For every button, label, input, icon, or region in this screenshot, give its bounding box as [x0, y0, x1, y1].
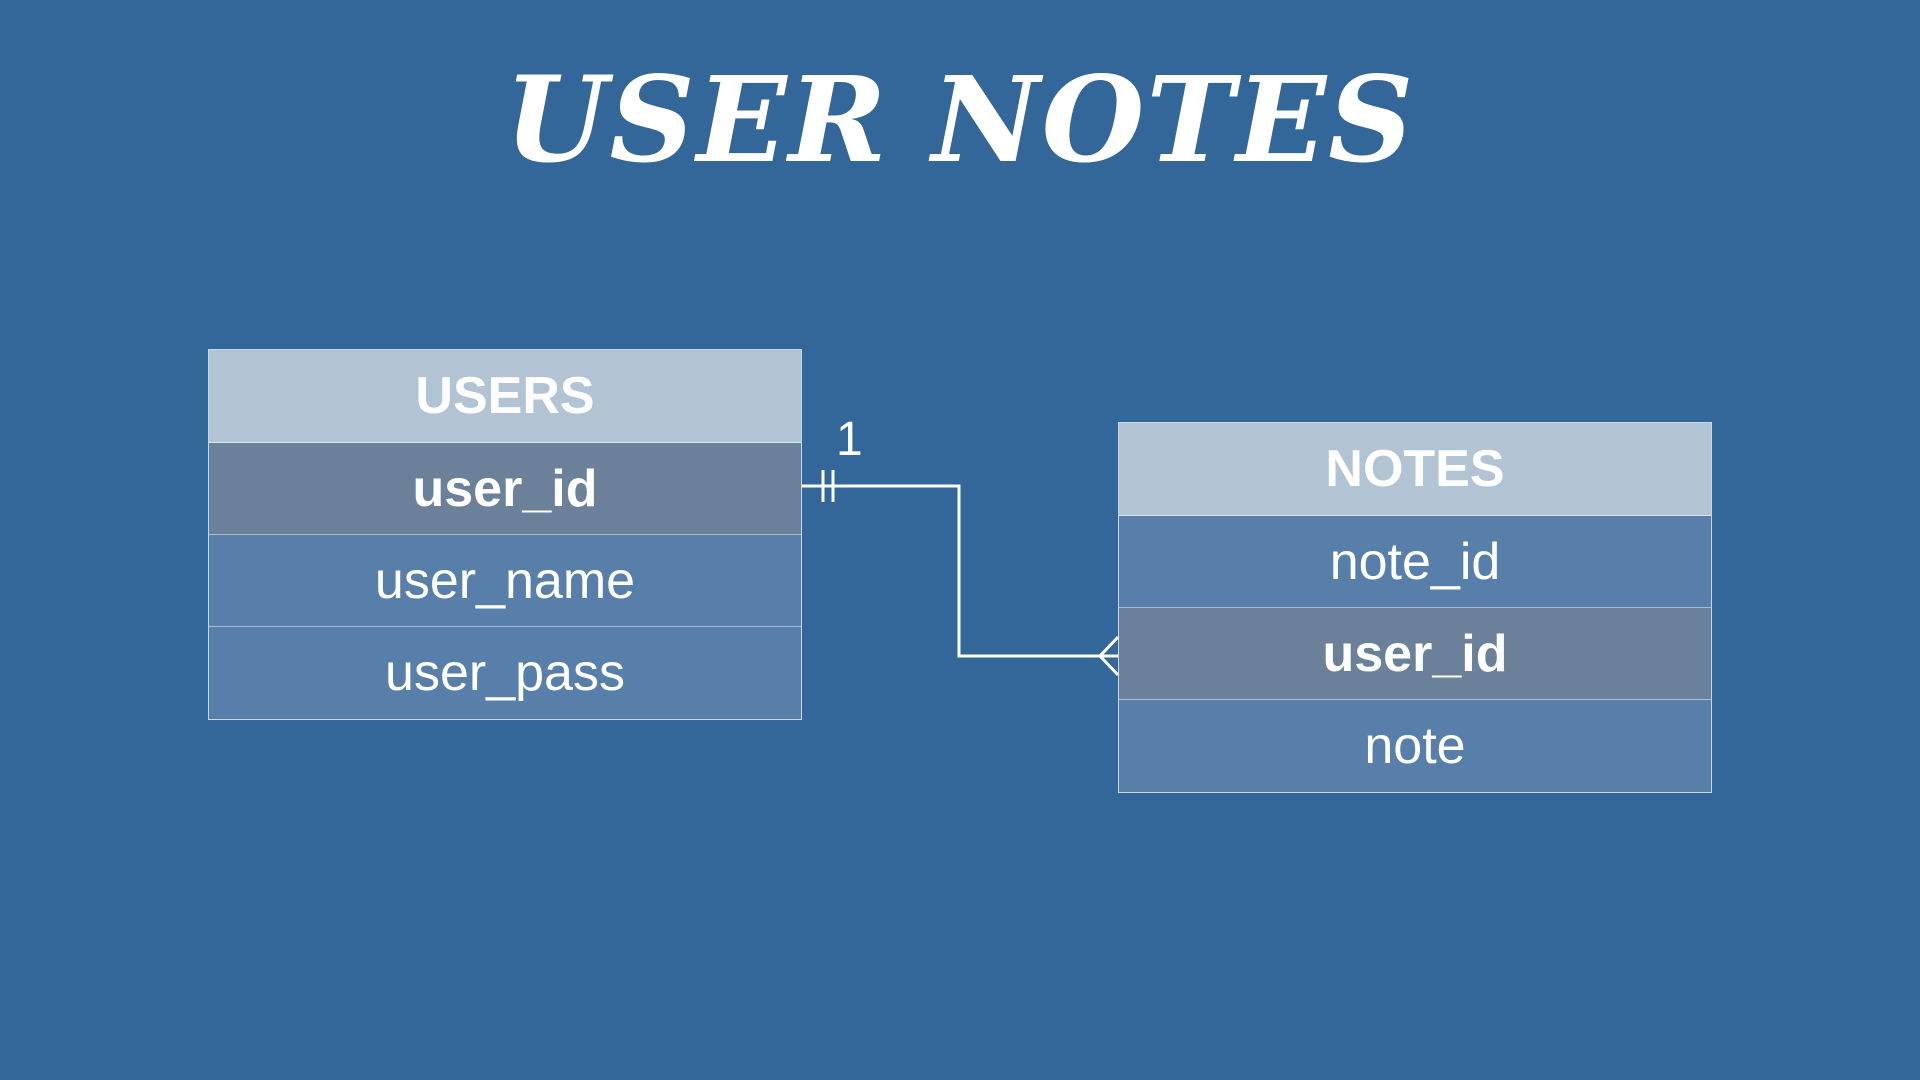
- users-field-user-pass: user_pass: [209, 627, 801, 719]
- users-field-user-name: user_name: [209, 535, 801, 627]
- users-table[interactable]: USERS user_id user_name user_pass: [208, 349, 802, 720]
- notes-table-header: NOTES: [1119, 423, 1711, 516]
- notes-field-user-id: user_id: [1119, 608, 1711, 700]
- page-title: USER NOTES: [504, 50, 1416, 189]
- notes-field-note: note: [1119, 700, 1711, 792]
- users-field-user-id: user_id: [209, 443, 801, 535]
- users-table-header: USERS: [209, 350, 801, 443]
- crowfoot-lower: [1098, 654, 1120, 677]
- relationship-line: [802, 484, 1118, 658]
- notes-table[interactable]: NOTES note_id user_id note: [1118, 422, 1712, 793]
- notes-field-note-id: note_id: [1119, 516, 1711, 608]
- cardinality-label: 1: [836, 413, 863, 466]
- crowfoot-upper: [1098, 635, 1120, 658]
